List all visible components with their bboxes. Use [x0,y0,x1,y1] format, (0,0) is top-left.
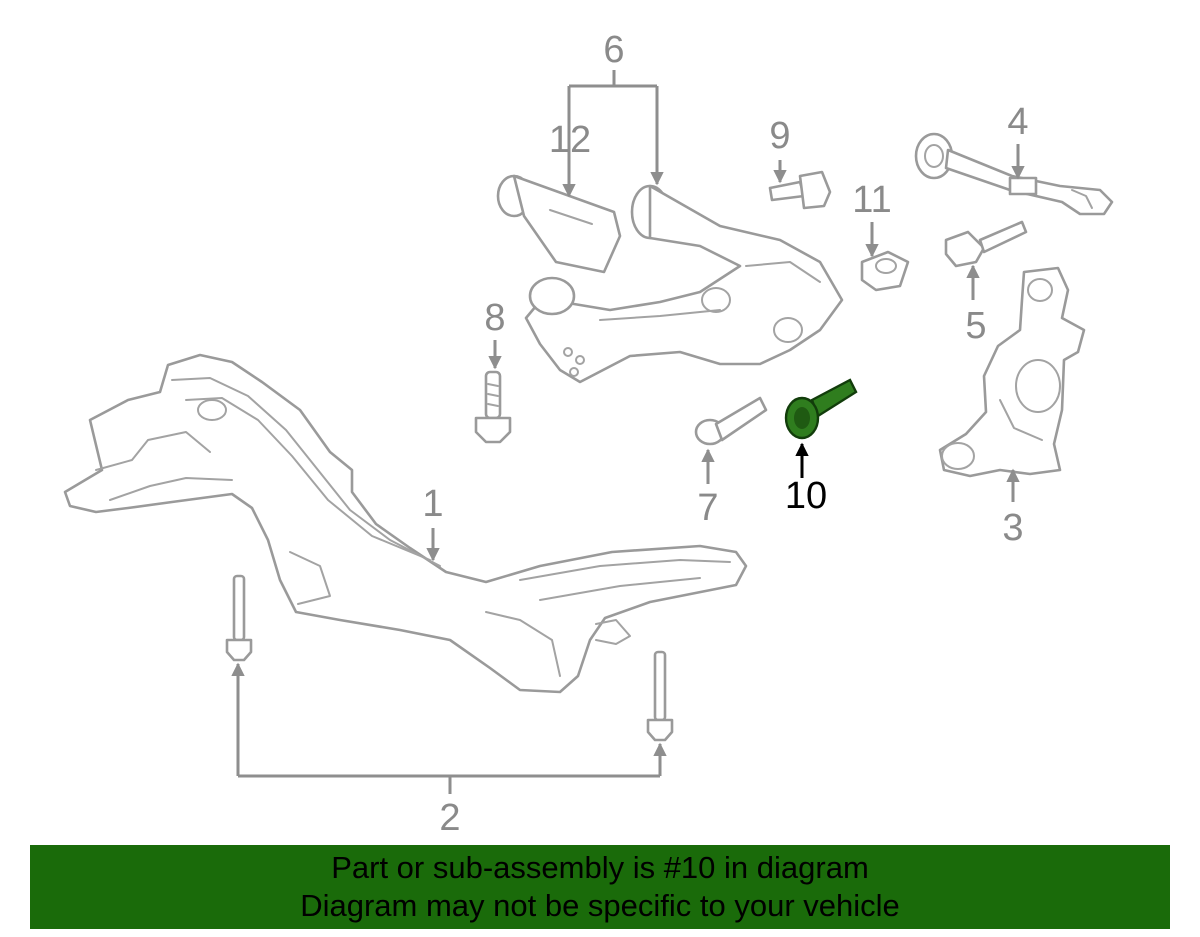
part-12-bracket [496,174,622,274]
part-11-bushing [860,250,910,292]
part-2-bolts [225,574,674,742]
callout-9: 9 [769,115,790,157]
info-banner: Part or sub-assembly is #10 in diagram D… [30,845,1170,929]
callout-11: 11 [852,179,891,221]
banner-line-part-info: Part or sub-assembly is #10 in diagram [331,850,869,885]
part-7-bolt [694,396,768,446]
part-1-subframe [63,353,748,694]
banner-line-disclaimer: Diagram may not be specific to your vehi… [300,888,900,923]
callout-7: 7 [697,487,718,529]
callout-3: 3 [1002,507,1023,549]
callout-2: 2 [439,797,460,839]
part-3-knuckle [938,266,1086,478]
part-8-bolt [474,370,512,444]
callout-10: 10 [785,475,827,517]
callout-5: 5 [965,305,986,347]
part-10-bolt-highlighted [784,378,858,440]
part-4-link [914,132,1114,216]
callout-4: 4 [1007,101,1028,143]
callout-6: 6 [603,29,624,71]
callout-8: 8 [484,297,505,339]
callout-labels: 1 2 3 4 5 6 7 8 9 10 11 12 [422,29,1028,839]
leader-lines [231,70,1025,794]
callout-12: 12 [549,119,591,161]
part-9-bolt [768,170,832,210]
part-6-control-arm [524,184,844,384]
callout-1: 1 [422,483,443,525]
part-5-bolt [944,220,1028,268]
